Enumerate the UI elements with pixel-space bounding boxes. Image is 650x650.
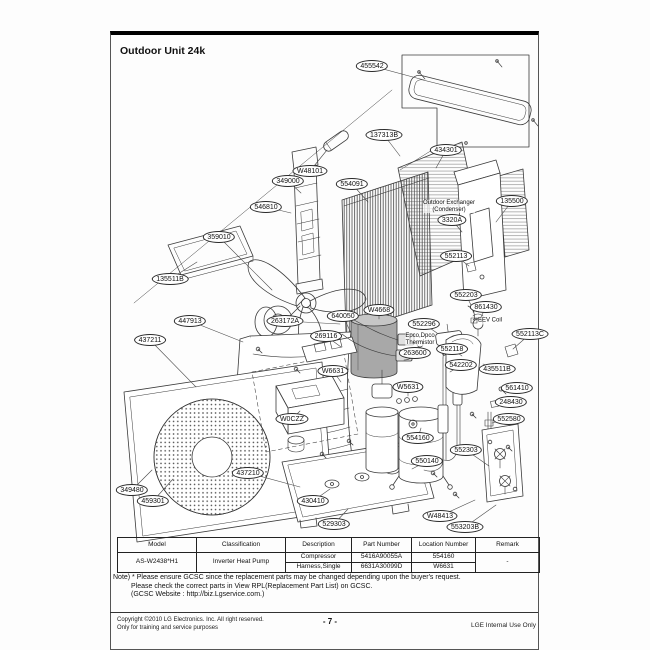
cell-model: AS-W2438*H1 (117, 552, 197, 573)
cell-description-1: Compressor (285, 552, 352, 563)
parts-table-row: Harness,Single 6631A30099D W6631 (118, 562, 540, 573)
footer-copyright-line1: Copyright ©2010 LG Electronics. Inc. All… (117, 617, 264, 623)
cell-classification: Inverter Heat Pump (196, 552, 286, 573)
footer-copyright-line2: Only for training and service purposes (117, 624, 219, 631)
cell-part-number-1: 5416A90055A (351, 552, 412, 563)
note-block: Note) * Please ensure GCSC since the rep… (113, 574, 461, 600)
cell-remark: - (475, 552, 540, 573)
cell-part-number-2: 6631A30099D (351, 562, 412, 573)
col-remark: Remark (475, 537, 540, 553)
col-part-number: Part Number (351, 537, 412, 553)
col-model: Model (117, 537, 197, 553)
parts-table: Model Classification Description Part Nu… (117, 537, 540, 573)
footer-copyright: Copyright ©2010 LG Electronics. Inc. All… (117, 617, 264, 632)
parts-table-row: AS-W2438*H1 Inverter Heat Pump Compresso… (117, 552, 540, 573)
page-title: Outdoor Unit 24k (120, 45, 206, 57)
footer-confidentiality: LGE Internal Use Only (470, 622, 536, 629)
footer-divider (110, 612, 538, 613)
note-line-3: (GCSC Website : http://biz.Lgservice.com… (131, 591, 265, 599)
cell-location-number-1: 554160 (411, 552, 476, 563)
col-classification: Classification (196, 537, 286, 553)
cell-description-2: Harness,Single (285, 562, 352, 573)
col-description: Description (285, 537, 352, 553)
cell-location-number-2: W6631 (411, 562, 476, 573)
col-location-number: Location Number (411, 537, 476, 553)
page-number: - 7 - (322, 617, 338, 626)
note-line-2: Please check the correct parts in View R… (131, 582, 373, 590)
note-line-1: Note) * Please ensure GCSC since the rep… (113, 574, 461, 581)
parts-table-header-row: Model Classification Description Part Nu… (117, 537, 540, 553)
